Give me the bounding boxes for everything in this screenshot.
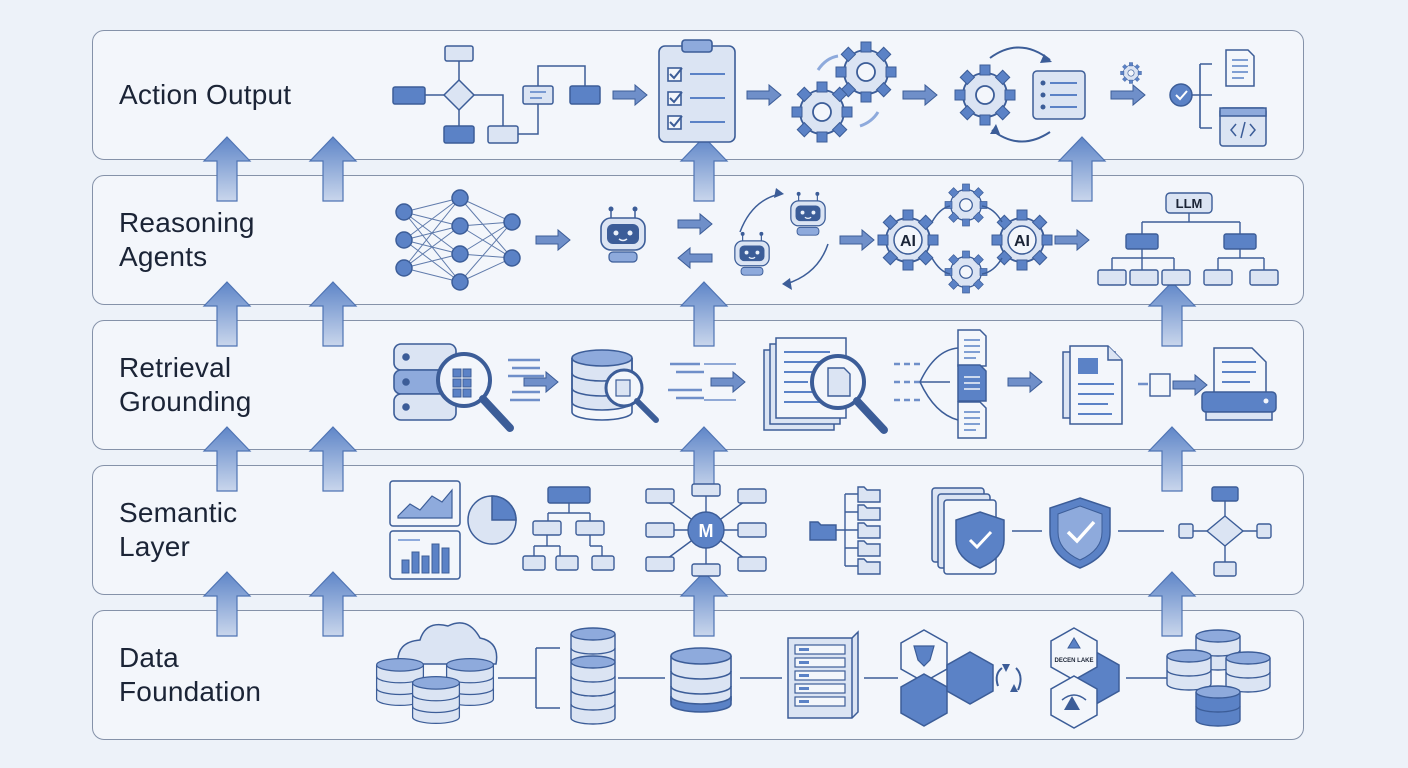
up-arrow-icon <box>309 136 357 202</box>
m-hub-icon: M <box>645 483 767 577</box>
label-line: Layer <box>119 531 191 562</box>
layer-label-action-output: Action Output <box>119 78 369 112</box>
label-line: Grounding <box>119 386 252 417</box>
label-line: Semantic <box>119 497 238 528</box>
printer-icon <box>1138 347 1277 421</box>
up-arrow-icon <box>680 571 728 637</box>
hex-lake-icon: DECEN LAKE <box>900 627 1120 729</box>
up-arrow-icon <box>203 281 251 347</box>
neural-network-icon <box>395 189 521 291</box>
up-arrow-icon <box>680 281 728 347</box>
up-arrow-icon <box>1058 136 1106 202</box>
up-arrow-icon <box>1148 571 1196 637</box>
right-arrow-icon <box>1054 229 1090 251</box>
database-document-icon <box>571 349 659 423</box>
stream-arrow-icon <box>508 358 560 402</box>
shield-check-icon <box>1049 497 1111 569</box>
flowchart-icon <box>392 45 601 144</box>
up-arrow-icon <box>203 136 251 202</box>
up-arrow-icon <box>680 136 728 202</box>
right-arrow-icon <box>746 84 782 106</box>
ai-label: AI <box>900 233 916 250</box>
flow-arrows <box>203 136 1196 637</box>
pie-chart-icon <box>467 495 517 545</box>
up-arrow-icon <box>309 571 357 637</box>
label-line: Reasoning <box>119 207 255 238</box>
up-arrow-icon <box>309 281 357 347</box>
right-arrow-icon <box>677 213 713 235</box>
database-cluster-icon <box>1166 629 1271 727</box>
hierarchy-icon <box>522 486 615 571</box>
up-arrow-icon <box>680 426 728 492</box>
robot-icon <box>600 205 646 263</box>
document-split-icon <box>894 329 987 439</box>
shield-stack-icon <box>931 487 1005 575</box>
label-line: Action Output <box>119 79 292 110</box>
database-stack-icon <box>570 627 616 725</box>
llm-tree-icon: LLM <box>1097 192 1279 286</box>
m-label: M <box>699 521 714 541</box>
up-arrow-icon <box>1148 281 1196 347</box>
right-arrow-icon <box>612 84 648 106</box>
right-arrow-icon <box>1007 371 1043 393</box>
up-arrow-icon <box>309 426 357 492</box>
gear-document-icon <box>954 46 1086 143</box>
right-arrow-icon <box>535 229 571 251</box>
database-icon <box>670 647 732 713</box>
connector-line <box>498 647 560 709</box>
server-icon <box>787 630 859 719</box>
branch-output-icon <box>1120 49 1267 147</box>
up-arrow-icon <box>203 426 251 492</box>
layer-label-reasoning-agents: Reasoning Agents <box>119 206 369 274</box>
up-arrow-icon <box>203 571 251 637</box>
layer-label-semantic-layer: Semantic Layer <box>119 496 369 564</box>
label-line: Foundation <box>119 676 262 707</box>
layer-label-data-foundation: Data Foundation <box>119 641 369 709</box>
right-arrow-icon <box>1110 84 1146 106</box>
left-arrow-icon <box>677 247 713 269</box>
flow-diamond-icon <box>1178 486 1272 577</box>
right-arrow-icon <box>902 84 938 106</box>
lake-caption: DECEN LAKE <box>1054 658 1093 664</box>
document-stack-icon <box>1062 345 1123 425</box>
database-search-icon <box>393 343 514 432</box>
multi-robot-icon <box>734 188 829 290</box>
cloud-database-icon <box>375 622 498 725</box>
layer-label-retrieval-grounding: Retrieval Grounding <box>119 351 369 419</box>
document-search-icon <box>763 337 888 434</box>
stream-arrow-icon <box>668 362 747 401</box>
analytics-charts-icon <box>389 480 461 580</box>
ai-gears-icon: AI AI <box>877 183 1053 294</box>
llm-label: LLM <box>1176 196 1203 211</box>
label-line: Retrieval <box>119 352 232 383</box>
folder-tree-icon <box>809 486 881 575</box>
up-arrow-icon <box>1148 426 1196 492</box>
label-line: Agents <box>119 241 208 272</box>
right-arrow-icon <box>839 229 875 251</box>
clipboard-checklist-icon <box>658 39 736 143</box>
label-line: Data <box>119 642 179 673</box>
gears-icon <box>791 41 897 143</box>
ai-label: AI <box>1014 233 1030 250</box>
